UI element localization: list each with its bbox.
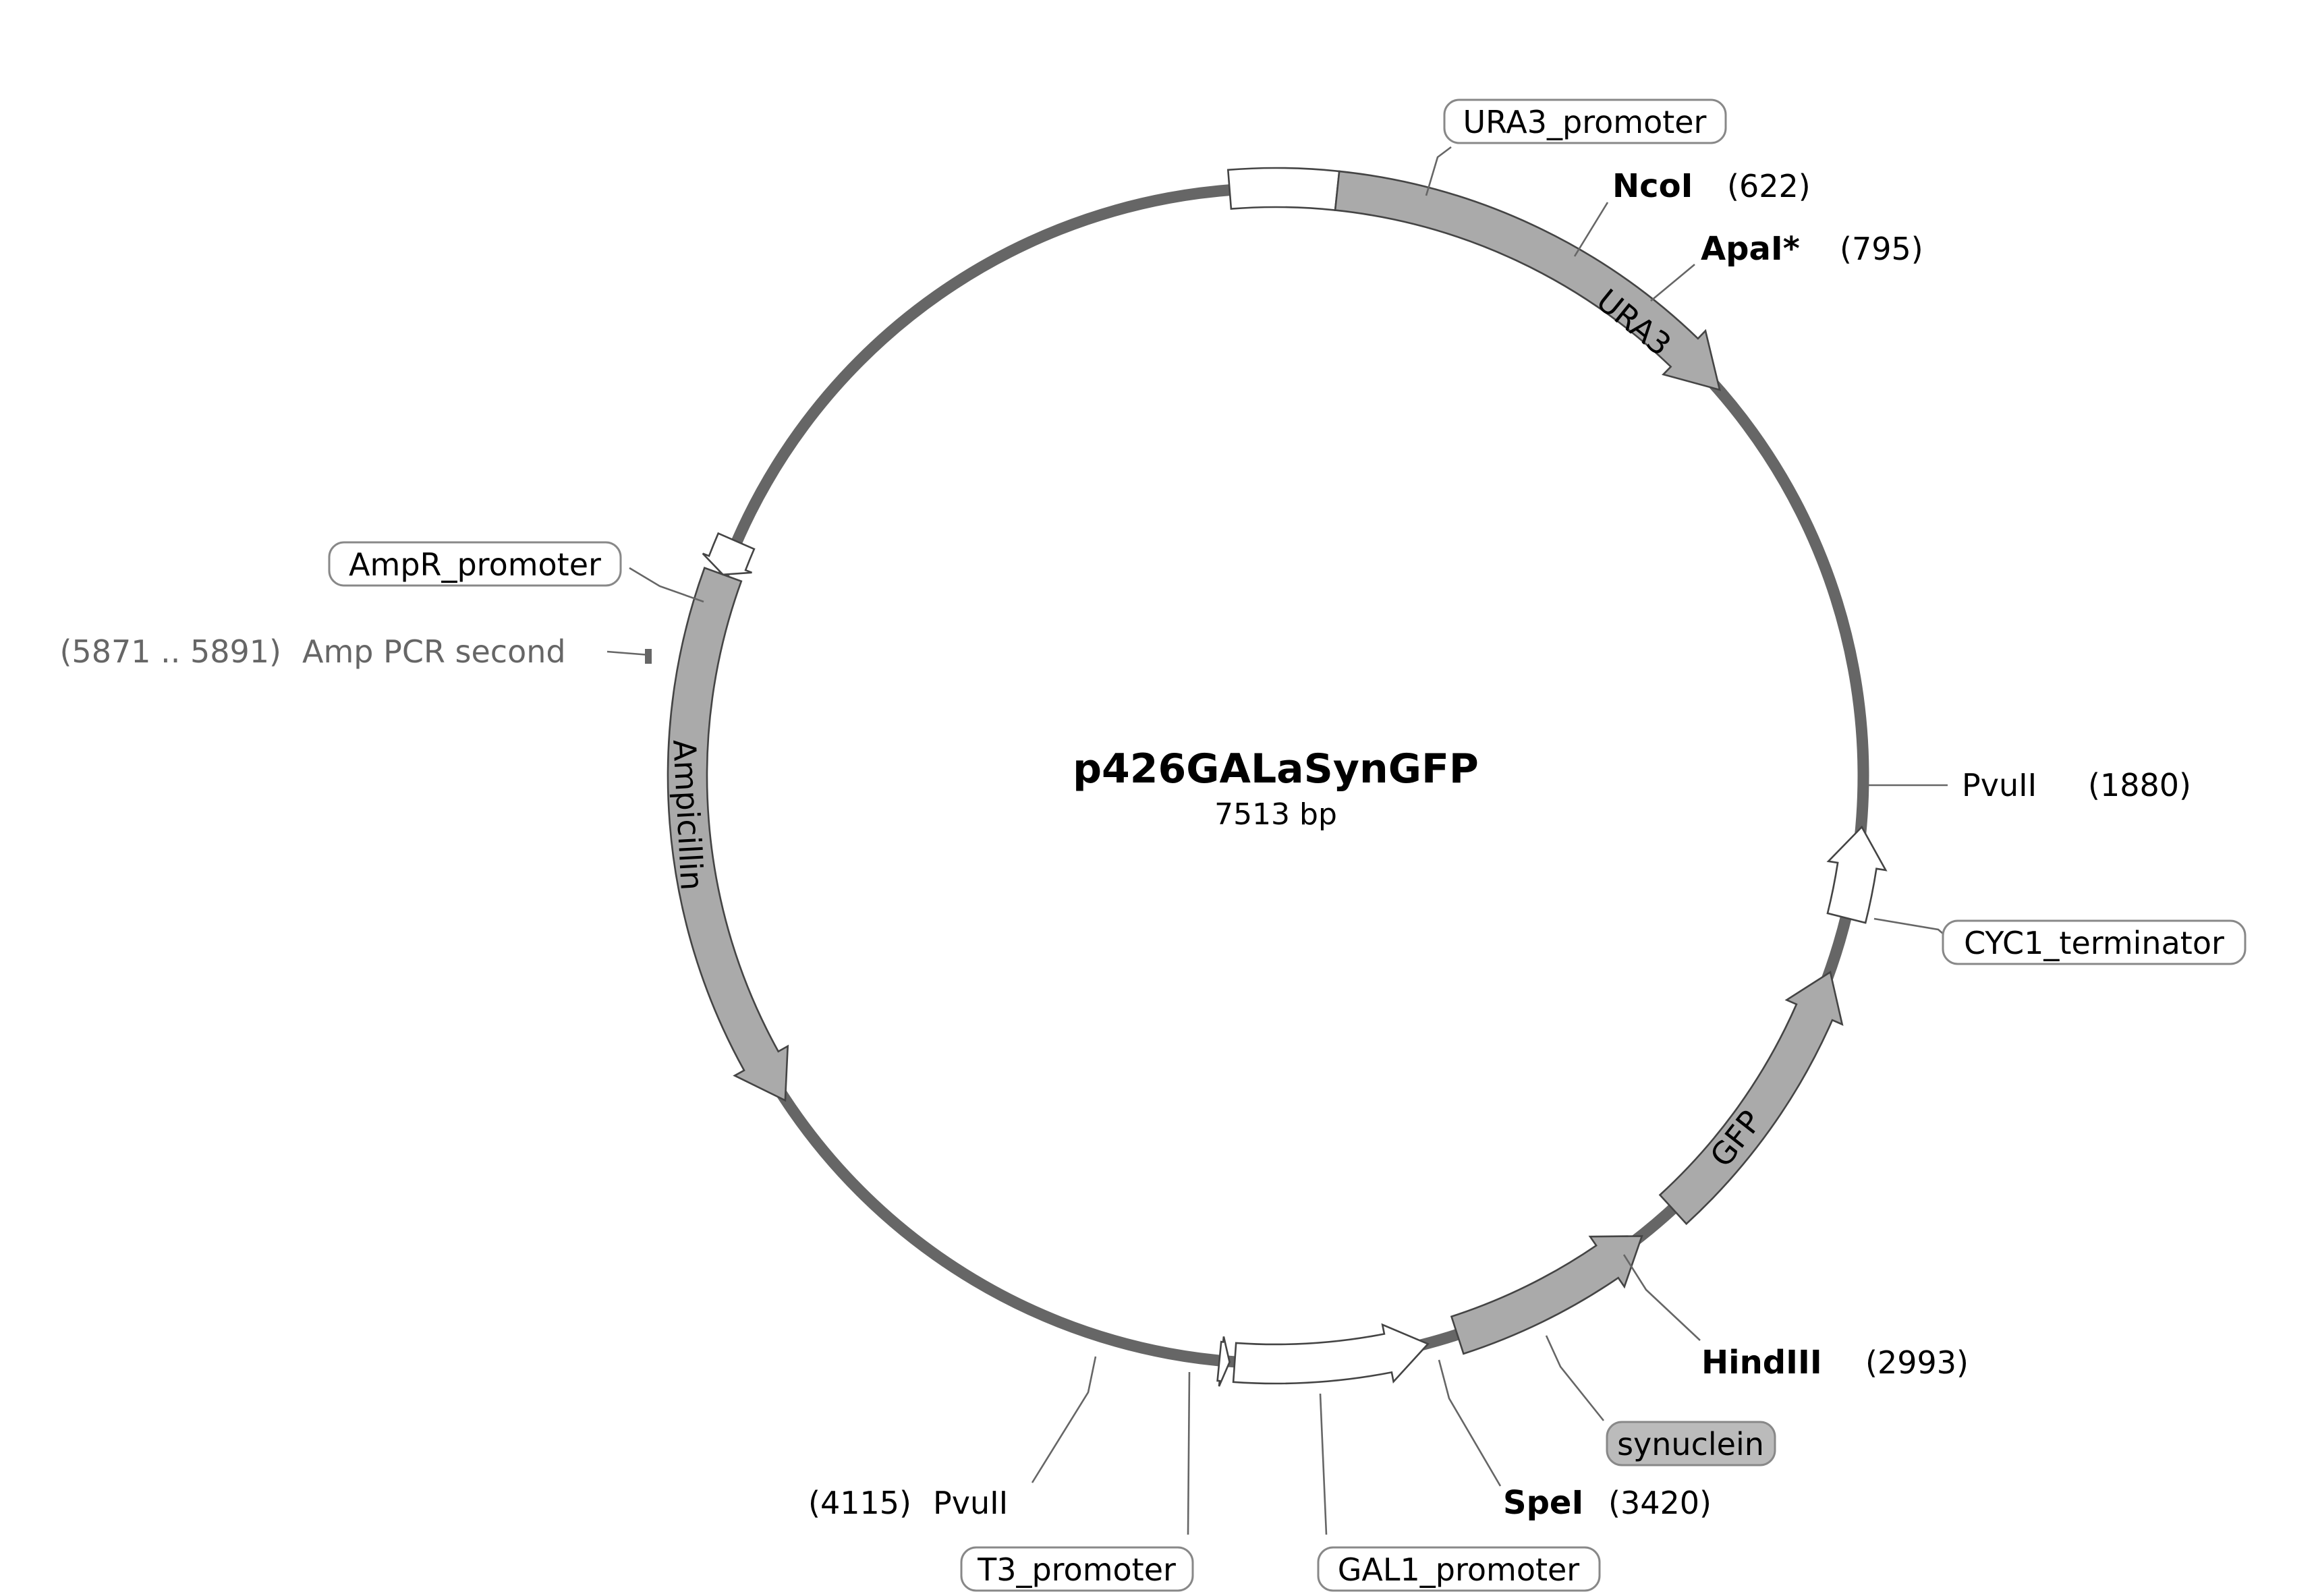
ura3-feature-arrow[interactable] <box>1334 170 1721 391</box>
gal1-promoter-feature-arrow[interactable] <box>1232 1323 1430 1385</box>
ampr-promoter-feature-arrow[interactable] <box>702 532 756 576</box>
hindiii-leader <box>1622 1254 1701 1341</box>
ampr-promoter-label-text: AmpR_promoter <box>349 546 601 583</box>
apai-leader <box>1650 264 1695 302</box>
t3-promoter-label[interactable]: T3_promoter <box>960 1546 1194 1592</box>
primer-amp-pcr-second[interactable]: (5871 .. 5891) Amp PCR second <box>59 633 565 670</box>
cyc1-terminator-feature-arrow[interactable] <box>1826 825 1888 924</box>
ura3-promoter-label[interactable]: URA3_promoter <box>1443 98 1727 144</box>
pvuii-4115-leader <box>1031 1356 1097 1483</box>
site-spei[interactable]: SpeI (3420) <box>1503 1484 1712 1522</box>
ura3-promoter-label-text: URA3_promoter <box>1463 104 1707 140</box>
ampr-promoter-leader <box>629 567 704 603</box>
pvuii-4115-position: (4115) <box>808 1485 911 1521</box>
leader-lines <box>606 146 1948 1535</box>
ncoi-position: (622) <box>1727 168 1811 204</box>
site-pvuii-4115[interactable]: (4115) PvuII <box>808 1485 1008 1521</box>
gal1-promoter-label-box <box>1317 1546 1601 1592</box>
site-ncoi[interactable]: NcoI (622) <box>1612 167 1811 205</box>
pvuii-1880-position: (1880) <box>2088 767 2191 803</box>
ura3-promoter-feature[interactable] <box>1226 167 1340 212</box>
t3-promoter-label-box <box>960 1546 1194 1592</box>
plasmid-name: p426GALaSynGFP <box>1073 745 1479 793</box>
gal1-promoter-label[interactable]: GAL1_promoter <box>1317 1546 1601 1592</box>
ampr-promoter-label[interactable]: AmpR_promoter <box>328 541 622 587</box>
pvuii-1880-name: PvuII <box>1962 767 2037 803</box>
synuclein-leader <box>1545 1335 1605 1421</box>
site-pvuii-1880[interactable]: PvuII (1880) <box>1962 767 2191 803</box>
apai-position: (795) <box>1840 231 1923 267</box>
t3-promoter-leader <box>1187 1371 1191 1535</box>
gal1-promoter-label-text: GAL1_promoter <box>1338 1551 1580 1588</box>
synuclein-label-box <box>1606 1421 1776 1466</box>
ampicillin-feature-arrow[interactable] <box>667 567 789 1102</box>
gfp-feature-arrow[interactable] <box>1658 971 1844 1226</box>
gal1-promoter-leader <box>1319 1393 1328 1535</box>
ncoi-leader <box>1573 202 1609 257</box>
amp-pcr-second-range: (5871 .. 5891) <box>59 633 281 670</box>
synuclein-feature-arrow[interactable] <box>1450 1235 1643 1355</box>
cyc1-terminator-label-text: CYC1_terminator <box>1964 925 2224 961</box>
ncoi-name: NcoI <box>1612 167 1693 205</box>
synuclein-label[interactable]: synuclein <box>1606 1421 1776 1466</box>
site-hindiii[interactable]: HindIII (2993) <box>1701 1344 1969 1381</box>
apai-name: ApaI* <box>1701 230 1800 268</box>
ampicillin-arrow-label: Ampicillin <box>666 739 710 891</box>
cyc1-terminator-label[interactable]: CYC1_terminator <box>1942 919 2247 965</box>
spei-name: SpeI <box>1503 1484 1583 1522</box>
cyc1-terminator-label-box <box>1942 919 2247 965</box>
hindiii-position: (2993) <box>1865 1344 1969 1381</box>
spei-leader <box>1438 1359 1502 1487</box>
amp-pcr-second-primer-mark <box>645 649 652 664</box>
t3-promoter-label-text: T3_promoter <box>977 1551 1176 1588</box>
plasmid-length: 7513 bp <box>1214 797 1337 832</box>
ura3-promoter-label-box <box>1443 98 1727 144</box>
cyc1-terminator-leader <box>1873 917 1944 934</box>
pvuii-4115-name: PvuII <box>933 1485 1008 1521</box>
spei-position: (3420) <box>1608 1485 1712 1521</box>
synuclein-label-text: synuclein <box>1617 1426 1764 1462</box>
site-apai[interactable]: ApaI* (795) <box>1701 230 1923 268</box>
hindiii-name: HindIII <box>1701 1344 1822 1381</box>
ampr-promoter-label-box <box>328 541 622 587</box>
ura3-promoter-leader <box>1425 146 1452 196</box>
t3-promoter-feature-arrow[interactable] <box>1216 1336 1231 1387</box>
amp-pcr-second-leader <box>606 650 650 656</box>
amp-pcr-second-name: Amp PCR second <box>302 633 566 670</box>
